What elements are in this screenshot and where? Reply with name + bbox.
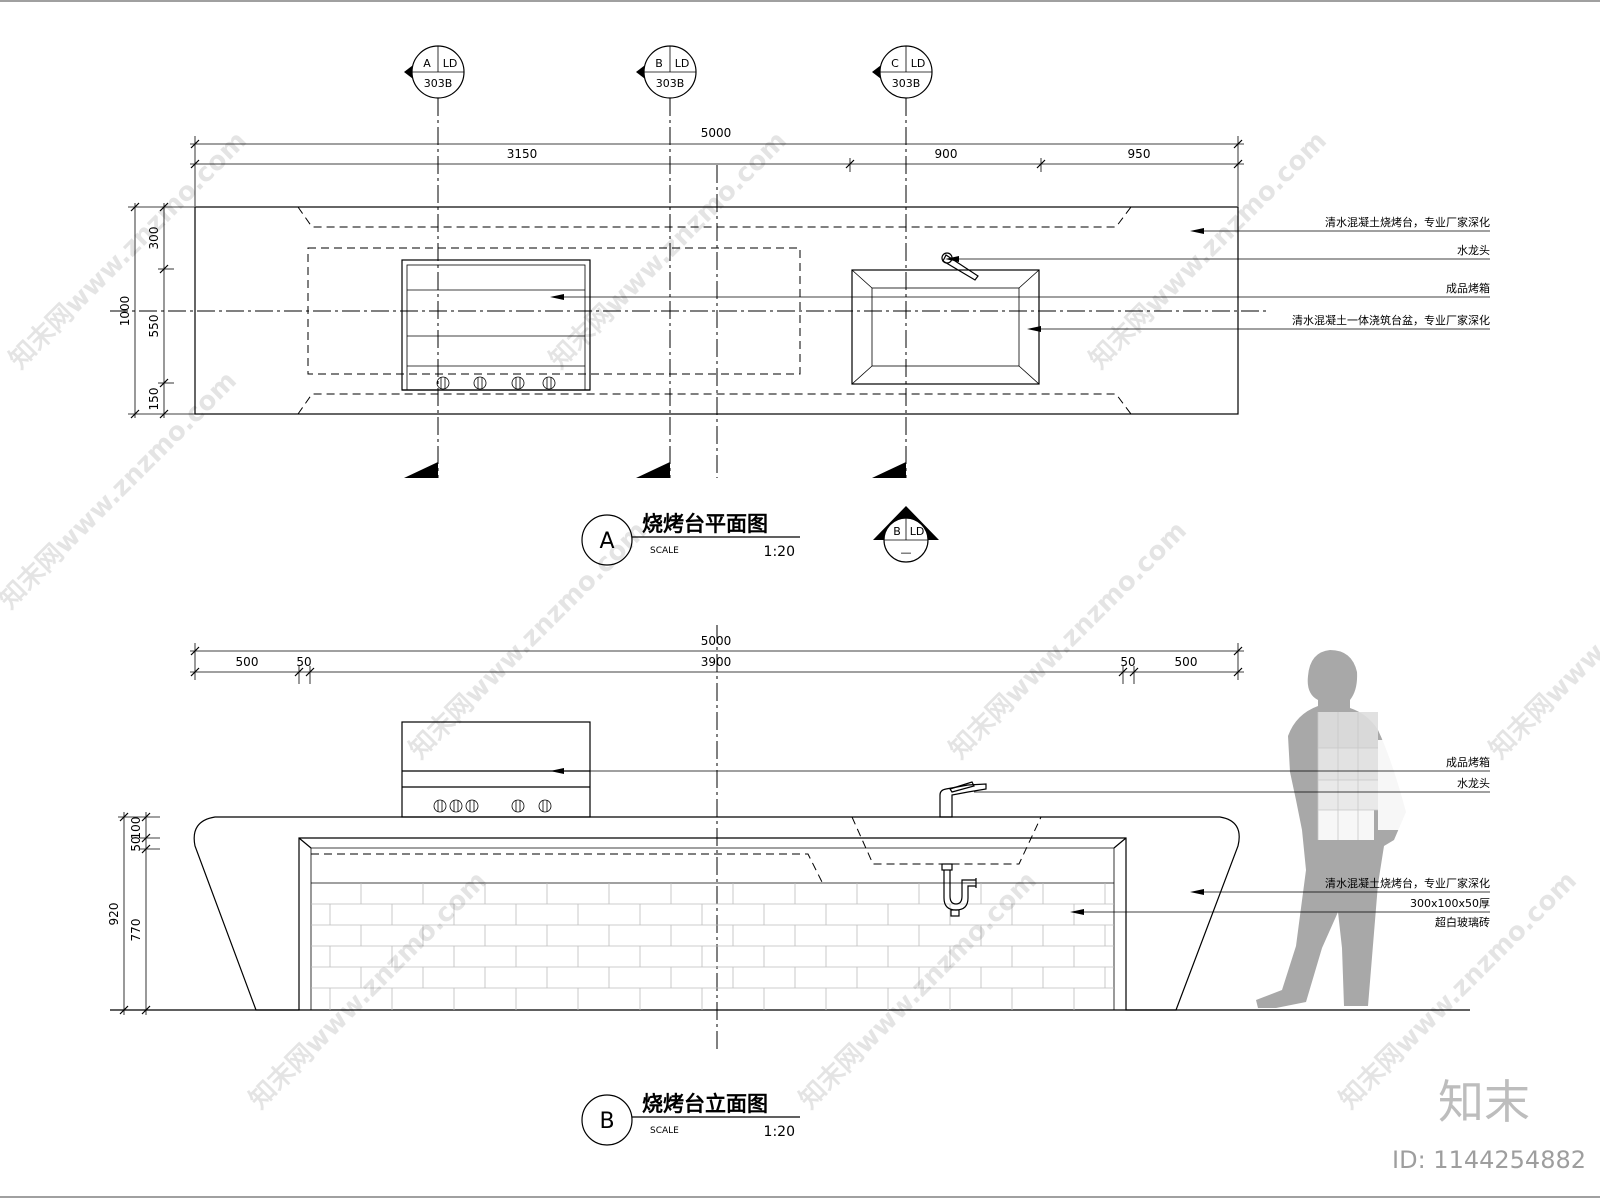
watermark-text: 知末网www.znzmo.com bbox=[1084, 126, 1333, 375]
plan-callouts: 清水混凝土烧烤台，专业厂家深化 水龙头 成品烤箱 清水混凝土一体浇筑台盆，专业厂… bbox=[550, 215, 1490, 332]
marker-sheet: 303B bbox=[424, 77, 453, 90]
callout-glass-brick: 超白玻璃砖 bbox=[1435, 915, 1490, 929]
dim-height-main: 770 bbox=[129, 919, 143, 942]
callout-faucet: 水龙头 bbox=[1457, 244, 1490, 257]
callout-faucet: 水龙头 bbox=[1457, 777, 1490, 790]
scale-label: SCALE bbox=[650, 546, 679, 556]
hidden-base-bottom bbox=[297, 393, 1132, 415]
faucet-elevation bbox=[939, 781, 987, 818]
elevation-dimensions-top: 5000 500 50 3900 50 500 bbox=[190, 634, 1244, 684]
marker-code: LD bbox=[910, 525, 925, 538]
hidden-sink-basin bbox=[851, 816, 1042, 865]
grill-plan bbox=[401, 259, 591, 391]
scale-ratio: 1:20 bbox=[764, 1124, 795, 1140]
dim-left3: 150 bbox=[147, 388, 161, 411]
watermark-text: 知末网www.znzmo.com bbox=[1484, 516, 1600, 765]
watermark-text: 知末网www.znzmo.com bbox=[404, 516, 653, 765]
grill-knob bbox=[511, 799, 525, 813]
marker-sheet: 303B bbox=[892, 77, 921, 90]
callout-concrete-counter: 清水混凝土烧烤台，专业厂家深化 bbox=[1325, 876, 1490, 890]
title-circle-letter: A bbox=[599, 529, 614, 554]
section-marker-c: C LD 303B bbox=[872, 45, 933, 99]
hidden-cabinet-outline bbox=[307, 247, 801, 375]
marker-code: LD bbox=[675, 57, 690, 70]
view-marker-b: B LD — bbox=[873, 506, 939, 563]
dim-h1: 100 bbox=[129, 817, 143, 840]
dim-left1: 300 bbox=[147, 227, 161, 250]
counter-plan-outline bbox=[194, 206, 1239, 415]
drain-trap bbox=[941, 863, 977, 917]
callout-oven: 成品烤箱 bbox=[1446, 755, 1490, 769]
hidden-line bbox=[311, 853, 823, 883]
dim-total: 5000 bbox=[701, 126, 732, 140]
plan-dimensions-top: 5000 3150 900 950 bbox=[190, 126, 1244, 206]
elevation-dimensions-left: 920 770 100 50 bbox=[107, 812, 160, 1015]
section-marker-a: A LD 303B bbox=[404, 45, 465, 99]
section-arrow-a bbox=[404, 462, 438, 478]
image-id-label: ID: 1144254882 bbox=[1392, 1146, 1586, 1174]
marker-sheet: 303B bbox=[656, 77, 685, 90]
dim-total: 5000 bbox=[701, 634, 732, 648]
watermark-text: 知末网www.znzmo.com bbox=[244, 866, 493, 1115]
elevation-view: 5000 500 50 3900 50 500 920 770 100 50 bbox=[107, 625, 1490, 1146]
dim-seg3: 950 bbox=[1128, 147, 1151, 161]
marker-code: LD bbox=[911, 57, 926, 70]
dim-seg-mid: 3900 bbox=[701, 655, 732, 669]
faucet-plan bbox=[941, 252, 979, 281]
callout-concrete-sink: 清水混凝土一体浇筑台盆，专业厂家深化 bbox=[1292, 313, 1490, 327]
elevation-callouts: 成品烤箱 水龙头 清水混凝土烧烤台，专业厂家深化 300x100x50厚 超白玻… bbox=[550, 755, 1490, 929]
marker-letter: B bbox=[893, 525, 901, 538]
human-scale-figure bbox=[1256, 650, 1406, 1008]
elevation-title-block: B 烧烤台立面图 SCALE 1:20 bbox=[581, 1092, 800, 1146]
dim-seg-d: 500 bbox=[1175, 655, 1198, 669]
callout-brick-size: 300x100x50厚 bbox=[1410, 897, 1490, 910]
grill-knob bbox=[465, 799, 479, 813]
title-circle-letter: B bbox=[599, 1109, 614, 1134]
recess-bevel bbox=[298, 837, 312, 849]
callout-concrete-counter: 清水混凝土烧烤台，专业厂家深化 bbox=[1325, 215, 1490, 229]
dim-seg-a: 500 bbox=[236, 655, 259, 669]
grill-knob bbox=[538, 799, 552, 813]
sink-plan bbox=[851, 269, 1040, 385]
brand-logo-text: 知末 bbox=[1438, 1075, 1530, 1129]
grill-knob bbox=[436, 376, 450, 390]
marker-sheet: — bbox=[901, 546, 912, 559]
watermark-text: 知末网www.znzmo.com bbox=[0, 366, 243, 615]
watermark-text: 知末网www.znzmo.com bbox=[944, 516, 1193, 765]
marker-letter: A bbox=[423, 57, 431, 70]
scale-label: SCALE bbox=[650, 1126, 679, 1136]
section-arrow-c bbox=[872, 462, 906, 478]
watermark-text: 知末网www.znzmo.com bbox=[544, 126, 793, 375]
grill-knob bbox=[511, 376, 525, 390]
glass-brick-pattern bbox=[311, 883, 1114, 1010]
plan-title-block: A 烧烤台平面图 SCALE 1:20 bbox=[581, 512, 800, 566]
dim-left2: 550 bbox=[147, 315, 161, 338]
dim-h2: 50 bbox=[129, 836, 143, 851]
marker-letter: B bbox=[655, 57, 663, 70]
scale-ratio: 1:20 bbox=[764, 544, 795, 560]
callout-oven: 成品烤箱 bbox=[1446, 281, 1490, 295]
watermark-text: 知末网www.znzmo.com bbox=[4, 126, 253, 375]
watermark-text: 知末网www.znzmo.com bbox=[794, 866, 1043, 1115]
drawing-title: 烧烤台平面图 bbox=[642, 512, 768, 536]
grill-knob bbox=[473, 376, 487, 390]
marker-code: LD bbox=[443, 57, 458, 70]
grill-knob bbox=[449, 799, 463, 813]
dim-seg-c: 50 bbox=[1120, 655, 1135, 669]
drawing-title: 烧烤台立面图 bbox=[642, 1092, 768, 1116]
section-marker-b: B LD 303B bbox=[636, 45, 697, 99]
dim-seg1: 3150 bbox=[507, 147, 538, 161]
grill-knob bbox=[433, 799, 447, 813]
recess-bevel bbox=[1113, 837, 1127, 849]
dim-height-total: 920 bbox=[107, 903, 121, 926]
marker-letter: C bbox=[891, 57, 899, 70]
section-arrow-b bbox=[636, 462, 670, 478]
dim-seg-b: 50 bbox=[296, 655, 311, 669]
dim-seg2: 900 bbox=[935, 147, 958, 161]
grill-knob bbox=[542, 376, 556, 390]
plan-view: A LD 303B B LD 303B C LD 303B bbox=[110, 45, 1490, 566]
